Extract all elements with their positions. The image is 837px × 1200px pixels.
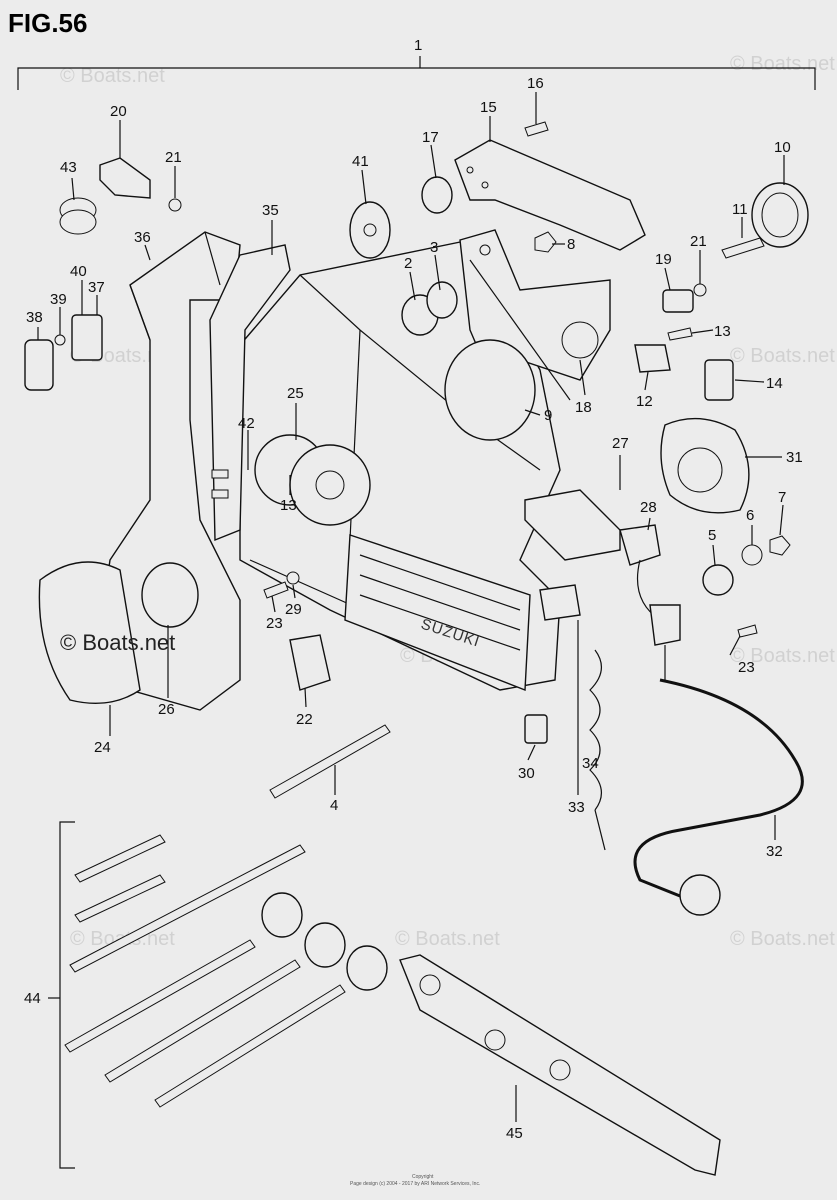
callout-31: 31 [786, 449, 803, 466]
callout-26: 26 [158, 701, 175, 718]
callout-43: 43 [60, 159, 77, 176]
leader-lines [37, 92, 785, 1122]
callout-21-right: 21 [690, 233, 707, 250]
callout-41: 41 [352, 153, 369, 170]
callout-4: 4 [330, 797, 338, 814]
callout-8: 8 [567, 236, 575, 253]
callout-37: 37 [88, 279, 105, 296]
callout-44: 44 [24, 990, 41, 1007]
callout-labels: 1 2 3 4 5 6 7 8 9 10 11 12 13 13 14 15 1… [24, 37, 803, 1142]
callout-27: 27 [612, 435, 629, 452]
watermark-text: © Boats.net [730, 345, 835, 367]
callout-7: 7 [778, 489, 786, 506]
callout-42: 42 [238, 415, 255, 432]
callout-38: 38 [26, 309, 43, 326]
callout-23-right: 23 [738, 659, 755, 676]
watermark-text: © Boats.net [730, 645, 835, 667]
callout-13-top: 13 [714, 323, 731, 340]
washer-large [444, 339, 536, 441]
callout-5: 5 [708, 527, 716, 544]
kit-parts [64, 834, 388, 1108]
callout-3: 3 [430, 239, 438, 256]
small-parts [24, 121, 809, 744]
watermark-text: © Boats.net [395, 928, 500, 950]
copyright-notice: Copyright Page design (c) 2004 - 2017 by… [350, 1174, 480, 1187]
callout-28: 28 [640, 499, 657, 516]
callout-20: 20 [110, 103, 127, 120]
callout-36: 36 [134, 229, 151, 246]
long-bolt [269, 724, 391, 799]
assembly-bracket [17, 56, 816, 90]
callout-14: 14 [766, 375, 783, 392]
box-side-plate: SUZUKI [344, 534, 531, 692]
watermark-text: © Boats.net [730, 928, 835, 950]
callout-9: 9 [544, 407, 552, 424]
callout-17: 17 [422, 129, 439, 146]
callout-21-left: 21 [165, 149, 182, 166]
callout-40: 40 [70, 263, 87, 280]
callout-32: 32 [766, 843, 783, 860]
watermark-main: © Boats.net [60, 630, 175, 655]
callout-15: 15 [480, 99, 497, 116]
callout-10: 10 [774, 139, 791, 156]
callout-24: 24 [94, 739, 111, 756]
neutral-bracket [454, 139, 646, 251]
callout-11: 11 [732, 201, 748, 218]
callout-19: 19 [655, 251, 672, 268]
copyright-line: Page design (c) 2004 - 2017 by ARI Netwo… [350, 1181, 480, 1187]
callout-33: 33 [568, 799, 585, 816]
callout-1: 1 [414, 37, 422, 54]
lanyard [539, 584, 606, 851]
kit-bracket [48, 821, 75, 1169]
watermark-text: © Boats.net [730, 53, 835, 75]
handle-cover: © Boats.net [38, 561, 175, 705]
callout-25: 25 [287, 385, 304, 402]
key-switch [524, 489, 681, 680]
harness-connector [679, 874, 721, 916]
callout-23-left: 23 [266, 615, 283, 632]
copyright-line: Copyright [412, 1174, 434, 1180]
callout-30: 30 [518, 765, 535, 782]
callout-45: 45 [506, 1125, 523, 1142]
callout-29: 29 [285, 601, 302, 618]
gear-cam [254, 434, 371, 526]
callout-13-mid: 13 [280, 497, 297, 514]
wire-harness [633, 678, 804, 902]
callout-34: 34 [582, 755, 599, 772]
callout-2: 2 [404, 255, 412, 272]
callout-6: 6 [746, 507, 754, 524]
callout-35: 35 [262, 202, 279, 219]
callout-12: 12 [636, 393, 653, 410]
figure-title: FIG.56 [8, 8, 87, 38]
watermark-text: © Boats.net [60, 65, 165, 87]
callout-39: 39 [50, 291, 67, 308]
side-cover [399, 954, 721, 1176]
callout-18: 18 [575, 399, 592, 416]
lever-arm [209, 244, 291, 542]
callout-16: 16 [527, 75, 544, 92]
callout-22: 22 [296, 711, 313, 728]
